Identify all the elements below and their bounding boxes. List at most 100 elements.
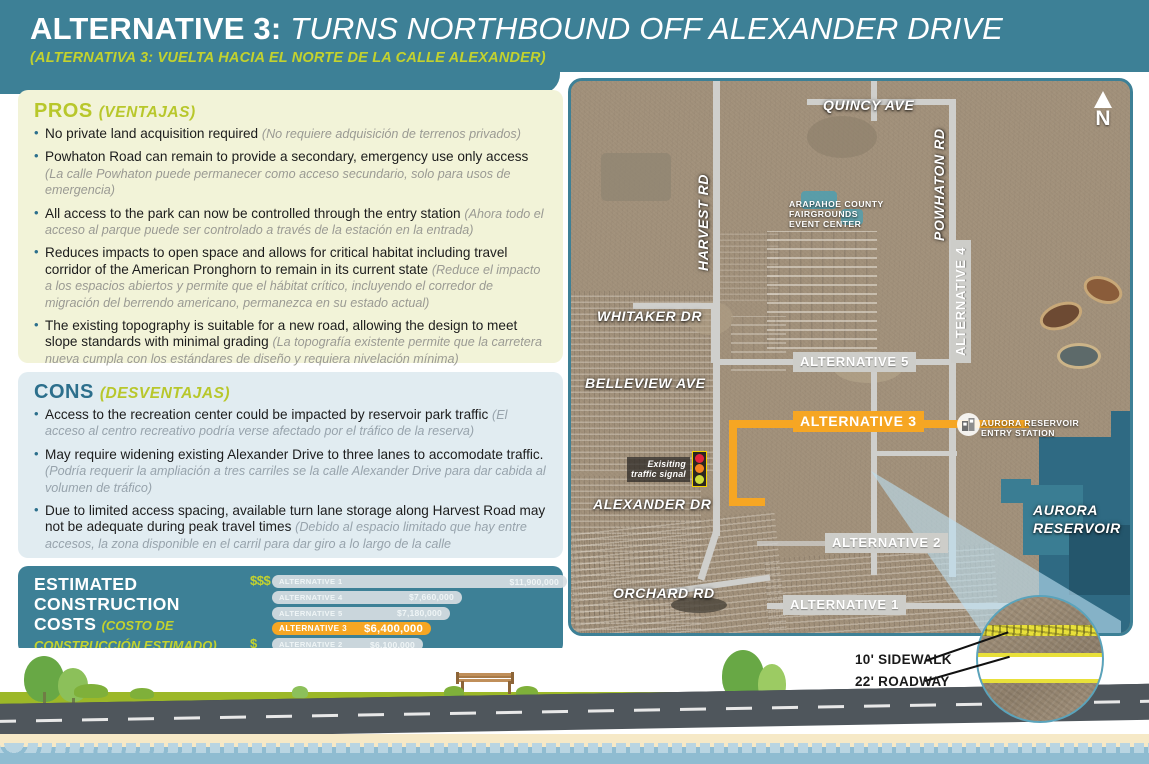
cons-heading-es: (DESVENTAJAS)	[99, 385, 231, 402]
cost-bar-label: ALTERNATIVE 2	[279, 640, 343, 650]
map-pond	[601, 153, 671, 201]
shrub-icon	[74, 684, 108, 698]
map-chip-alternative-5[interactable]: ALTERNATIVE 5	[793, 352, 917, 372]
wave-edge	[0, 743, 1149, 753]
cons-heading-en: CONS	[34, 381, 94, 403]
signal-amber-lamp	[694, 464, 704, 474]
map-route-alt3-vertical	[729, 420, 737, 506]
cons-heading: CONS (DESVENTAJAS)	[34, 381, 549, 404]
map-pond	[801, 191, 837, 209]
bullet-text-en: Reduces impacts to open space and allows…	[45, 245, 508, 277]
cost-bar-active[interactable]: ALTERNATIVE 3$6,400,000	[272, 622, 431, 636]
cost-bar[interactable]: ALTERNATIVE 2$6,100,000	[272, 638, 423, 652]
cost-bar[interactable]: ALTERNATIVE 4 $7,660,000	[272, 590, 462, 604]
magnifier-cone	[871, 471, 1121, 633]
cost-row: ALTERNATIVE 3$6,400,000	[250, 622, 550, 636]
cost-row: ALTERNATIVE 4 $7,660,000	[250, 590, 550, 605]
cost-row: $ ALTERNATIVE 2$6,100,000	[250, 636, 550, 652]
map-label-quincy-ave: QUINCY AVE	[823, 97, 915, 113]
entry-station-icon	[957, 413, 980, 436]
map-fairgrounds-lots	[767, 231, 877, 349]
map-label-alexander-dr: ALEXANDER DR	[593, 496, 712, 512]
bullet-item: Access to the recreation center could be…	[34, 406, 549, 440]
bullet-text-es: (La topografía existente permite que la …	[45, 335, 542, 366]
cost-scale-low: $	[250, 636, 257, 652]
map-label-harvest-rd: HARVEST RD	[695, 173, 711, 271]
traffic-signal-label-line2: traffic signal	[631, 469, 686, 479]
cost-bar-value: $7,660,000	[408, 592, 454, 603]
inset-label-sidewalk: 10' SIDEWALK	[855, 652, 952, 667]
cost-bar[interactable]: ALTERNATIVE 1 $11,900,000	[272, 575, 567, 588]
bullet-item: The existing topography is suitable for …	[34, 317, 549, 367]
pros-panel: PROS (VENTAJAS) No private land acquisit…	[18, 90, 563, 366]
traffic-signal-label-line1: Exisiting	[647, 458, 686, 469]
bullet-text-en: May require widening existing Alexander …	[45, 446, 544, 462]
signal-green-lamp	[694, 474, 704, 484]
page-title-bold: ALTERNATIVE 3:	[30, 11, 282, 46]
cost-bar-label: ALTERNATIVE 5	[279, 608, 343, 618]
cost-bar-label: ALTERNATIVE 3	[279, 624, 348, 634]
shrub-icon	[292, 686, 308, 698]
map-pond	[841, 209, 863, 225]
map-residential-area	[571, 510, 787, 633]
inset-label-roadway: 22' ROADWAY	[855, 674, 950, 689]
map-chip-alternative-1[interactable]: ALTERNATIVE 1	[783, 595, 907, 615]
bullet-text-en: No private land acquisition required	[45, 126, 262, 141]
bullet-item: Powhaton Road can remain to provide a se…	[34, 148, 549, 198]
cost-scale-high: $$$	[250, 573, 271, 588]
compass-north: N	[1094, 91, 1112, 130]
map-road-quincy	[807, 99, 955, 105]
pros-heading: PROS (VENTAJAS)	[34, 100, 549, 123]
pros-heading-en: PROS	[34, 100, 93, 122]
cost-bar[interactable]: ALTERNATIVE 5 $7,180,000	[272, 606, 450, 620]
map-route-alt3-foot	[729, 498, 765, 506]
map-road-north-spur	[871, 81, 877, 121]
signal-red-lamp	[694, 454, 704, 464]
map-road-powhaton	[949, 99, 956, 327]
cost-bar-label: ALTERNATIVE 1	[279, 577, 343, 586]
cost-bar-value: $7,180,000	[396, 608, 442, 619]
bullet-item: All access to the park can now be contro…	[34, 205, 549, 239]
map-residential-area	[719, 231, 779, 301]
compass-north-letter: N	[1095, 107, 1111, 130]
cost-bar-value: $11,900,000	[509, 576, 559, 587]
park-bench-icon	[452, 672, 518, 696]
cost-row: ALTERNATIVE 5 $7,180,000	[250, 606, 550, 621]
map-road-entry-spur	[871, 451, 957, 456]
map-chip-alternative-2[interactable]: ALTERNATIVE 2	[825, 533, 949, 553]
map-label-whitaker-dr: WHITAKER DR	[597, 308, 703, 324]
cost-bar-label: ALTERNATIVE 4	[279, 592, 343, 602]
bullet-text-es: (La calle Powhaton puede permanecer como…	[45, 166, 511, 198]
costs-title-en: ESTIMATED CONSTRUCTION COSTS	[34, 574, 180, 634]
bullet-item: May require widening existing Alexander …	[34, 446, 549, 496]
cons-panel: CONS (DESVENTAJAS) Access to the recreat…	[18, 372, 563, 558]
map-road-alt5-jog	[633, 303, 715, 309]
pros-list: No private land acquisition required (No…	[34, 125, 549, 367]
cons-list: Access to the recreation center could be…	[34, 406, 549, 552]
bullet-text-es: (El acceso al centro recreativo podría v…	[45, 408, 508, 439]
cost-row: $$$ ALTERNATIVE 1 $11,900,000	[250, 573, 567, 589]
map-reservoir-water	[1001, 479, 1031, 503]
bullet-text-es: (No requiere adquisición de terrenos pri…	[261, 127, 521, 141]
bullet-text-es: (Ahora todo el acceso al parque puede se…	[45, 206, 544, 238]
bullet-text-en: Access to the recreation center could be…	[45, 407, 493, 422]
bullet-text-en: The existing topography is suitable for …	[45, 318, 518, 350]
map-label-powhaton-rd: POWHATON RD	[931, 128, 947, 241]
bullet-item: Reduces impacts to open space and allows…	[34, 244, 549, 311]
bullet-text-en: Powhaton Road can remain to provide a se…	[45, 149, 529, 165]
map-pond	[1057, 343, 1101, 369]
page-title-italic: TURNS NORTHBOUND OFF ALEXANDER DRIVE	[281, 11, 1004, 46]
inset-sidewalk-band	[978, 625, 1102, 636]
bullet-item: Due to limited access spacing, available…	[34, 502, 549, 552]
map-road-alt5-spur	[711, 305, 717, 363]
pros-heading-es: (VENTAJAS)	[98, 104, 196, 121]
costs-title: ESTIMATED CONSTRUCTION COSTS (COSTO DE C…	[34, 574, 244, 654]
inset-roadway-band	[978, 653, 1102, 683]
aerial-map[interactable]: QUINCY AVE POWHATON RD HARVEST RD WHITAK…	[568, 78, 1133, 636]
bullet-text-es: (Debido al espacio limitado que hay entr…	[45, 520, 527, 551]
map-chip-alternative-3[interactable]: ALTERNATIVE 3	[793, 411, 924, 432]
map-chip-alternative-4[interactable]: ALTERNATIVE 4	[951, 239, 971, 363]
